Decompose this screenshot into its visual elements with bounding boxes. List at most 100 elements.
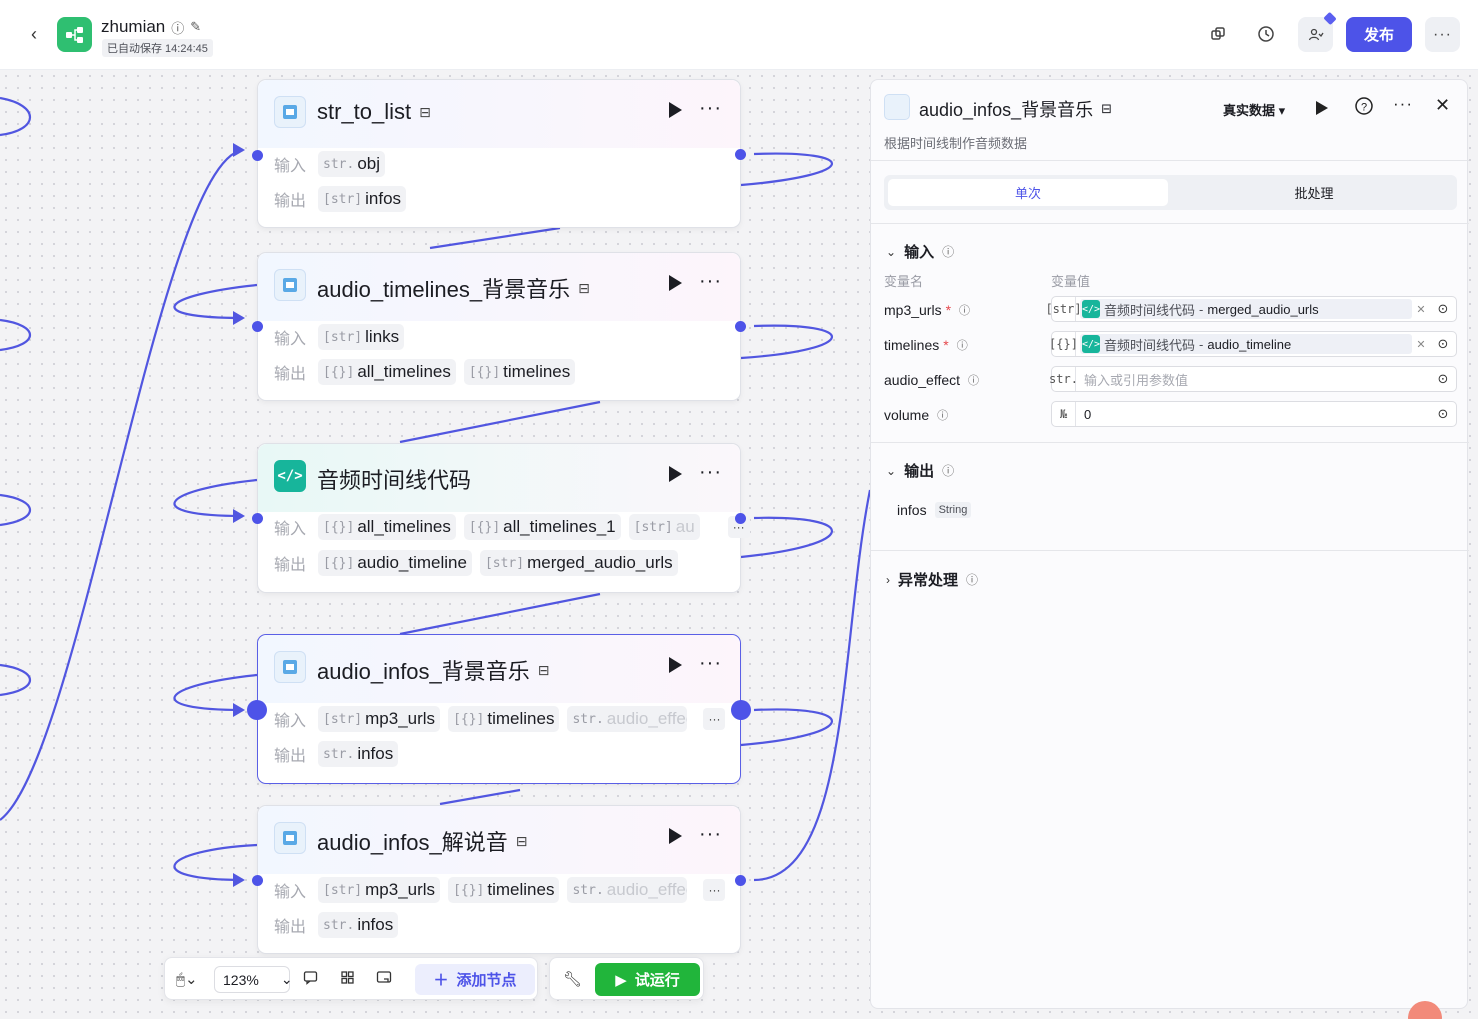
node-output-row: 输出 [{}]all_timelines [{}]timelines — [274, 359, 576, 385]
comment-icon[interactable] — [303, 970, 318, 989]
node-title-text: str_to_list — [317, 99, 412, 124]
input-port[interactable] — [252, 513, 263, 524]
run-node-icon[interactable] — [669, 828, 682, 844]
data-mode-select[interactable]: 真实数据 ▾ — [1223, 100, 1285, 119]
node-title: 音频时间线代码 — [317, 463, 471, 495]
zoom-select[interactable]: 123% ⌄ — [214, 966, 293, 993]
output-section-title: 输出 — [904, 463, 935, 480]
node-more-icon[interactable]: ··· — [699, 823, 722, 845]
output-port[interactable] — [735, 321, 746, 332]
variable-icon[interactable]: ⊙ — [1437, 336, 1449, 351]
info-icon[interactable]: ⓘ — [171, 20, 185, 36]
node-output-row: 输出 [str]infos — [274, 186, 407, 212]
publish-button[interactable]: 发布 — [1346, 17, 1412, 52]
node-more-icon[interactable]: ··· — [699, 270, 722, 292]
param-value-audio-effect[interactable]: str. 输入或引用参数值 ⊙ — [1049, 366, 1457, 392]
run-node-icon[interactable] — [669, 275, 682, 291]
assistant-avatar[interactable] — [1408, 1001, 1442, 1019]
expand-inputs-button[interactable]: ··· — [703, 708, 726, 730]
more-options-button[interactable]: ··· — [1425, 17, 1460, 52]
play-icon: ▶ — [615, 971, 627, 989]
input-chip: [{}]all_timelines_1 — [463, 514, 621, 540]
plugin-icon — [274, 651, 306, 683]
run-node-icon[interactable] — [669, 466, 682, 482]
mouse-mode-icon[interactable]: 🖱︎⌄ — [176, 971, 198, 988]
run-node-icon[interactable] — [669, 657, 682, 673]
input-chip: [{}]timelines — [448, 877, 560, 903]
variable-icon[interactable]: ⊙ — [1437, 371, 1449, 386]
run-node-icon[interactable] — [669, 102, 682, 118]
chevron-down-icon: ⌄ — [280, 971, 293, 987]
param-value-volume[interactable]: № 0 ⊙ — [1051, 401, 1457, 427]
layout-grid-icon[interactable] — [340, 970, 355, 989]
param-input-placeholder[interactable]: 输入或引用参数值 — [1084, 372, 1189, 388]
run-icon[interactable] — [1316, 101, 1328, 115]
input-label: 输入 — [274, 713, 307, 730]
node-audio-timeline-code[interactable]: </> 音频时间线代码 ··· 输入 [{}]all_timelines [{}… — [257, 443, 750, 593]
clear-icon[interactable]: ✕ — [1416, 303, 1426, 316]
node-more-icon[interactable]: ··· — [699, 652, 722, 674]
input-chip: str.audio_effect — [567, 877, 688, 903]
input-chip: [str]mp3_urls — [318, 706, 441, 732]
tab-single[interactable]: 单次 — [888, 179, 1168, 206]
clear-icon[interactable]: ✕ — [1416, 338, 1426, 351]
output-label: 输出 — [274, 193, 307, 210]
error-handling-section-header[interactable]: › 异常处理 ⓘ — [886, 569, 978, 590]
edit-icon[interactable]: ✎ — [190, 19, 202, 34]
node-output-row: 输出 [{}]audio_timeline [str]merged_audio_… — [274, 550, 678, 576]
divider — [871, 442, 1469, 443]
variable-icon[interactable]: ⊙ — [1437, 301, 1449, 316]
tab-batch[interactable]: 批处理 — [1294, 186, 1334, 201]
back-icon[interactable]: ‹ — [31, 23, 37, 44]
copy-icon[interactable] — [1205, 21, 1231, 47]
node-config-panel: audio_infos_背景音乐⊟ 根据时间线制作音频数据 真实数据 ▾ ? ·… — [870, 79, 1469, 1009]
input-port[interactable] — [252, 150, 263, 161]
add-node-button[interactable]: ＋添加节点 — [415, 964, 535, 995]
test-run-button[interactable]: ▶试运行 — [595, 963, 700, 996]
minimap-icon[interactable] — [376, 970, 392, 989]
node-audio-infos-bgm[interactable]: audio_infos_背景音乐⊟ ··· 输入 [str]mp3_urls [… — [257, 634, 741, 784]
node-more-icon[interactable]: ··· — [699, 97, 722, 119]
output-section-header[interactable]: ⌄ 输出 ⓘ — [886, 460, 954, 481]
node-audio-infos-narration[interactable]: audio_infos_解说音⊟ ··· 输入 [str]mp3_urls [{… — [257, 805, 741, 954]
output-port[interactable] — [735, 149, 746, 160]
node-input-row: 输入 str.obj — [274, 151, 385, 177]
input-port[interactable] — [252, 321, 263, 332]
info-icon: ⓘ — [966, 573, 979, 587]
output-label: 输出 — [274, 557, 307, 574]
info-icon: ⓘ — [942, 464, 955, 478]
output-chip: [str]infos — [318, 186, 407, 212]
info-icon: ⓘ — [937, 410, 949, 422]
input-section-title: 输入 — [904, 244, 935, 261]
output-port[interactable] — [731, 700, 751, 720]
expand-inputs-button[interactable]: ··· — [703, 879, 726, 901]
param-value-mp3-urls[interactable]: [str] </>音频时间线代码-merged_audio_urls ✕ ⊙ — [1045, 296, 1457, 322]
variable-reference[interactable]: </>音频时间线代码-audio_timeline — [1080, 334, 1412, 354]
plugin-badge-icon: ⊟ — [1101, 101, 1112, 116]
panel-more-icon[interactable]: ··· — [1393, 94, 1413, 113]
app-name-text: zhumian — [101, 17, 166, 36]
param-input-value[interactable]: 0 — [1084, 406, 1092, 422]
help-icon[interactable]: ? — [1354, 96, 1374, 121]
node-str-to-list[interactable]: str_to_list⊟ ··· 输入 str.obj 输出 [str]info… — [257, 79, 741, 228]
close-icon[interactable]: ✕ — [1435, 95, 1451, 115]
node-title-text: audio_infos_解说音 — [317, 830, 508, 855]
variable-icon[interactable]: ⊙ — [1437, 406, 1449, 421]
node-audio-timelines-bgm[interactable]: audio_timelines_背景音乐⊟ ··· 输入 [str]links … — [257, 252, 741, 401]
input-section-header[interactable]: ⌄ 输入 ⓘ — [886, 241, 954, 262]
output-port[interactable] — [735, 875, 746, 886]
input-port[interactable] — [247, 700, 267, 720]
input-chip: [str]mp3_urls — [318, 877, 441, 903]
param-value-timelines[interactable]: [{}] </>音频时间线代码-audio_timeline ✕ ⊙ — [1049, 331, 1457, 357]
collaborators-button[interactable] — [1298, 11, 1337, 52]
zoom-level: 123% — [223, 971, 259, 988]
node-more-icon[interactable]: ··· — [699, 461, 722, 483]
add-node-label: 添加节点 — [456, 972, 517, 989]
variable-reference[interactable]: </>音频时间线代码-merged_audio_urls — [1080, 299, 1412, 319]
type-badge: № — [1052, 402, 1076, 426]
wrench-icon[interactable]: 🔧︎ — [563, 971, 583, 988]
input-port[interactable] — [252, 875, 263, 886]
caret-down-icon: ▾ — [1278, 103, 1286, 118]
output-port[interactable] — [735, 513, 746, 524]
history-icon[interactable] — [1253, 21, 1279, 47]
